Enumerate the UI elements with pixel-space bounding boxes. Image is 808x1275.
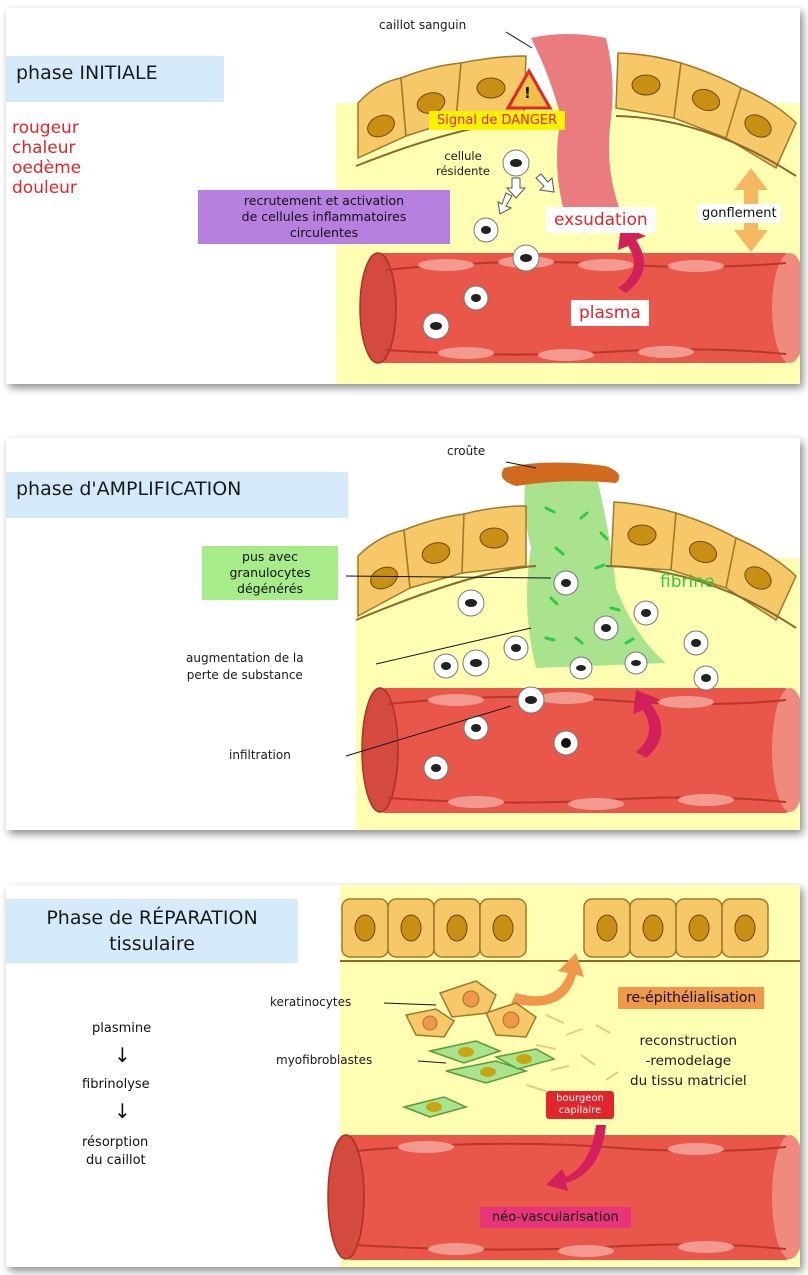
infiltration-label: infiltration <box>229 748 291 763</box>
recruit-line: recrutement et activation <box>204 193 444 209</box>
loss-line: augmentation de la <box>186 650 304 667</box>
neovascularisation-label: néo-vascularisation <box>480 1207 631 1228</box>
step-plasmin: plasmine <box>92 1021 151 1036</box>
bud-line: bourgeon <box>550 1093 610 1105</box>
recruit-line: circulentes <box>204 225 444 241</box>
title-line: tissulaire <box>14 931 290 957</box>
down-arrow-icon: ↓ <box>114 1099 131 1123</box>
clot-label: caillot sanguin <box>379 18 466 33</box>
reepithelialisation-label: re-épithélialisation <box>618 987 764 1009</box>
panel-title: phase d'AMPLIFICATION <box>6 472 348 518</box>
myofibroblasts-label: myofibroblastes <box>276 1053 372 1068</box>
tissue-loss-label: augmentation de la perte de substance <box>186 650 304 684</box>
pus-box: pus avec granulocytes dégénérés <box>202 546 338 600</box>
clinical-signs-list: rougeur chaleur oedème douleur <box>12 118 81 198</box>
resident-line: résidente <box>436 164 490 179</box>
sign-item: rougeur <box>12 118 81 138</box>
recruitment-box: recrutement et activation de cellules in… <box>198 190 450 244</box>
swelling-label: gonflement <box>698 204 781 223</box>
recon-line: du tissu matriciel <box>630 1071 747 1091</box>
resident-cell-label: cellule résidente <box>436 149 490 179</box>
title-line: Phase de RÉPARATION <box>14 905 290 931</box>
keratinocytes-label: keratinocytes <box>270 995 351 1010</box>
panel-title: Phase de RÉPARATION tissulaire <box>6 899 298 963</box>
panel-title: phase INITIALE <box>6 56 224 102</box>
resident-line: cellule <box>436 149 490 164</box>
panel-initial-phase: phase INITIALE rougeur chaleur oedème do… <box>6 8 800 384</box>
down-arrow-icon: ↓ <box>114 1043 131 1067</box>
pus-line: granulocytes <box>210 565 330 581</box>
recruit-line: de cellules inflammatoires <box>204 209 444 225</box>
recon-line: -remodelage <box>630 1051 747 1071</box>
panel-amplification-phase: phase d'AMPLIFICATION croûte pus avec gr… <box>6 438 800 830</box>
sign-item: oedème <box>12 158 81 178</box>
sign-item: douleur <box>12 178 81 198</box>
loss-line: perte de substance <box>186 667 304 684</box>
capillary-bud-label: bourgeon capilaire <box>546 1091 614 1119</box>
crust-label: croûte <box>447 444 485 459</box>
pus-line: pus avec <box>210 549 330 565</box>
plasma-label: plasma <box>571 300 649 326</box>
step-resorption-2: du caillot <box>86 1153 146 1168</box>
sign-item: chaleur <box>12 138 81 158</box>
pus-line: dégénérés <box>210 581 330 597</box>
reconstruction-label: reconstruction -remodelage du tissu matr… <box>630 1031 747 1091</box>
danger-icon: ! <box>524 84 531 102</box>
danger-signal-label: Signal de DANGER <box>429 111 565 130</box>
step-fibrinolysis: fibrinolyse <box>82 1077 150 1092</box>
fibrin-label: fibrine <box>660 572 714 592</box>
step-resorption: résorption <box>82 1135 148 1150</box>
panel-repair-phase: Phase de RÉPARATION tissulaire plasmine … <box>6 885 800 1267</box>
recon-line: reconstruction <box>630 1031 747 1051</box>
exsudation-label: exsudation <box>546 207 656 233</box>
bud-line: capilaire <box>550 1105 610 1117</box>
